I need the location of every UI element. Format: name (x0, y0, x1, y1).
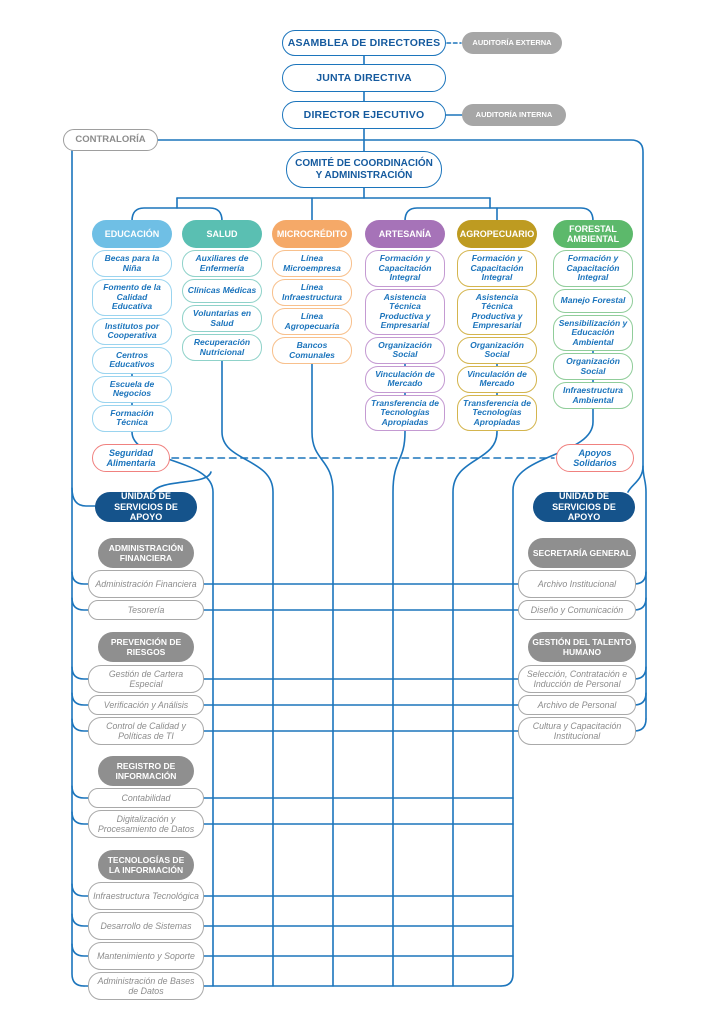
program-item: Línea Microempresa (272, 250, 352, 277)
program-item: Organización Social (365, 336, 445, 364)
node-auditoria-interna: AUDITORÍA INTERNA (462, 104, 566, 126)
section-header-gestion-talento-humano: GESTIÓN DEL TALENTO HUMANO (528, 632, 636, 662)
section-item: Cultura y Capacitación Institucional (518, 717, 636, 745)
section-item: Desarrollo de Sistemas (88, 912, 204, 940)
program-column-agropecuario: AGROPECUARIO Formación y Capacitación In… (457, 220, 537, 431)
section-item: Archivo de Personal (518, 695, 636, 715)
node-comite-coordinacion: COMITÉ DE COORDINACIÓN Y ADMINISTRACIÓN (286, 151, 442, 188)
section-item: Verificación y Análisis (88, 695, 204, 715)
program-column-salud: SALUD Auxiliares de Enfermería Clínicas … (182, 220, 262, 361)
program-item: Formación y Capacitación Integral (457, 250, 537, 287)
section-item: Control de Calidad y Políticas de TI (88, 717, 204, 745)
program-item: Organización Social (457, 336, 537, 364)
program-item: Sensibilización y Educación Ambiental (553, 314, 633, 351)
node-apoyos-solidarios: Apoyos Solidarios (556, 444, 634, 472)
section-item: Administración de Bases de Datos (88, 972, 204, 1000)
program-column-forestal-ambiental: FORESTAL AMBIENTAL Formación y Capacitac… (553, 220, 633, 409)
program-item: Fomento de la Calidad Educativa (92, 279, 172, 316)
section-item: Selección, Contratación e Inducción de P… (518, 665, 636, 693)
node-unidad-servicios-apoyo-left: UNIDAD DE SERVICIOS DE APOYO (95, 491, 197, 522)
program-item: Transferencia de Tecnologías Apropiadas (365, 394, 445, 431)
program-item: Transferencia de Tecnologías Apropiadas (457, 394, 537, 431)
program-item: Asistencia Técnica Productiva y Empresar… (365, 288, 445, 335)
program-item: Línea Infraestructura (272, 279, 352, 306)
program-item: Infraestructura Ambiental (553, 382, 633, 409)
program-item: Línea Agropecuaria (272, 308, 352, 335)
program-item: Auxiliares de Enfermería (182, 250, 262, 277)
program-item: Organización Social (553, 353, 633, 380)
program-item: Recuperación Nutricional (182, 334, 262, 361)
section-item: Diseño y Comunicación (518, 600, 636, 620)
program-item: Vinculación de Mercado (457, 365, 537, 393)
program-item: Institutos por Cooperativa (92, 317, 172, 345)
section-item: Archivo Institucional (518, 570, 636, 598)
section-header-prevencion-riesgos: PREVENCIÓN DE RIESGOS (98, 632, 194, 662)
program-item: Asistencia Técnica Productiva y Empresar… (457, 288, 537, 335)
program-header-microcredito: MICROCRÉDITO (272, 220, 352, 248)
section-header-secretaria-general: SECRETARÍA GENERAL (528, 538, 636, 568)
section-header-administracion-financiera: ADMINISTRACIÓN FINANCIERA (98, 538, 194, 568)
program-item: Formación Técnica (92, 404, 172, 432)
section-item: Tesorería (88, 600, 204, 620)
program-item: Formación y Capacitación Integral (553, 250, 633, 287)
program-item: Escuela de Negocios (92, 375, 172, 403)
section-item: Contabilidad (88, 788, 204, 808)
section-header-registro-informacion: REGISTRO DE INFORMACIÓN (98, 756, 194, 786)
node-unidad-servicios-apoyo-right: UNIDAD DE SERVICIOS DE APOYO (533, 491, 635, 522)
program-column-microcredito: MICROCRÉDITO Línea Microempresa Línea In… (272, 220, 352, 364)
section-item: Digitalización y Procesamiento de Datos (88, 810, 204, 838)
node-contraloria: CONTRALORÍA (63, 129, 158, 151)
program-header-salud: SALUD (182, 220, 262, 248)
node-auditoria-externa: AUDITORÍA EXTERNA (462, 32, 562, 54)
program-item: Bancos Comunales (272, 337, 352, 364)
section-item: Mantenimiento y Soporte (88, 942, 204, 970)
node-asamblea-de-directores: ASAMBLEA DE DIRECTORES (282, 30, 446, 56)
program-item: Vinculación de Mercado (365, 365, 445, 393)
program-item: Voluntarias en Salud (182, 305, 262, 332)
node-seguridad-alimentaria: Seguridad Alimentaria (92, 444, 170, 472)
section-header-tecnologias-informacion: TECNOLOGÍAS DE LA INFORMACIÓN (98, 850, 194, 880)
node-director-ejecutivo: DIRECTOR EJECUTIVO (282, 101, 446, 129)
section-item: Infraestructura Tecnológica (88, 882, 204, 910)
program-item: Becas para la Niña (92, 250, 172, 277)
program-column-educacion: EDUCACIÓN Becas para la Niña Fomento de … (92, 220, 172, 432)
program-item: Centros Educativos (92, 346, 172, 374)
program-header-forestal-ambiental: FORESTAL AMBIENTAL (553, 220, 633, 248)
program-header-agropecuario: AGROPECUARIO (457, 220, 537, 248)
program-item: Formación y Capacitación Integral (365, 250, 445, 287)
program-item: Manejo Forestal (553, 288, 633, 313)
section-item: Gestión de Cartera Especial (88, 665, 204, 693)
program-item: Clínicas Médicas (182, 279, 262, 303)
node-junta-directiva: JUNTA DIRECTIVA (282, 64, 446, 92)
program-header-educacion: EDUCACIÓN (92, 220, 172, 248)
program-header-artesania: ARTESANÍA (365, 220, 445, 248)
program-column-artesania: ARTESANÍA Formación y Capacitación Integ… (365, 220, 445, 431)
section-item: Administración Financiera (88, 570, 204, 598)
